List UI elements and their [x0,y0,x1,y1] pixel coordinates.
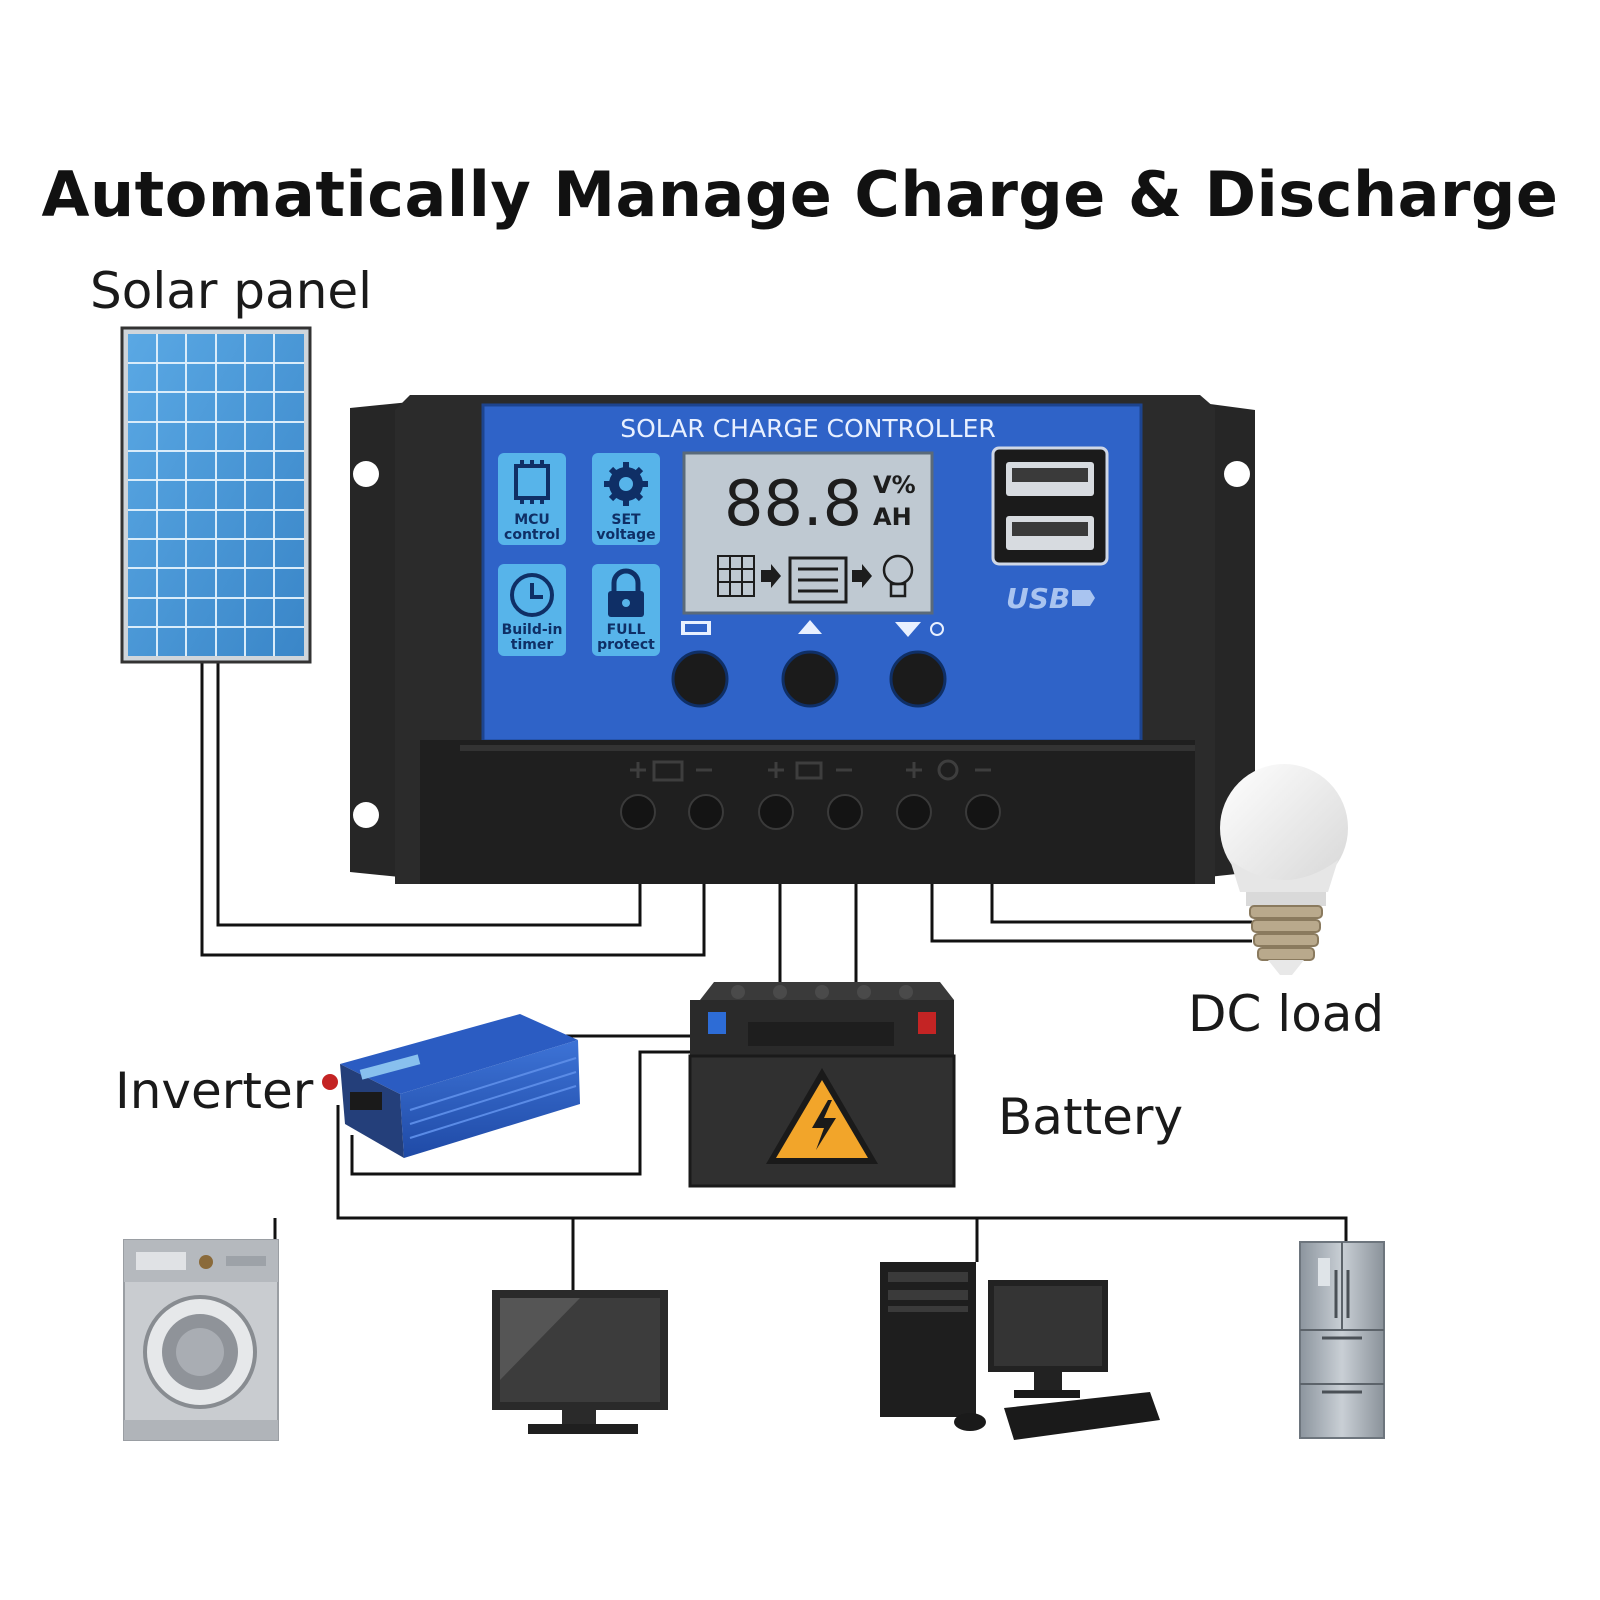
menu-symbol-icon [681,621,711,635]
terminal-screw [620,794,656,830]
desktop-computer-icon [880,1262,1160,1440]
solar-panel-label: Solar panel [90,262,373,320]
lcd-digits: 88.8 [724,467,862,540]
bulb-symbol-icon [930,622,944,636]
battery-label: Battery [998,1088,1184,1146]
feature-label: timer [511,637,554,653]
lock-icon [608,568,644,617]
feature-label: FULL [607,622,646,638]
terminal-screw [688,794,724,830]
feature-label: voltage [596,527,655,543]
terminal-screws [620,794,1001,830]
lcd-bulb-icon [882,554,914,598]
feature-tile-timer: Build-in timer [498,564,566,656]
solar-wire-negative [200,662,706,957]
battery-icon [688,982,956,1188]
lcd-arrow-icon [852,564,872,588]
feature-label: Build-in [502,622,563,638]
solar-panel [120,326,312,664]
mount-hole [1224,461,1250,487]
washing-machine-icon [123,1239,279,1441]
lcd-display: 88.8 V% AH [682,451,934,615]
feature-tile-set-voltage: SET voltage [592,453,660,545]
lcd-battery-icon [788,556,848,604]
terminal-screw [965,794,1001,830]
feature-label: control [504,527,560,543]
inverter-icon [322,1014,580,1158]
inverter-label: Inverter [115,1062,314,1120]
clock-icon [510,573,554,617]
controller-header: SOLAR CHARGE CONTROLLER [620,414,996,443]
feature-label: protect [597,637,655,653]
diagram-title: Automatically Manage Charge & Discharge [41,158,1559,231]
usb-symbol-icon [1072,590,1095,606]
lcd-sun-panel-icon [717,555,755,597]
refrigerator-icon [1299,1241,1385,1439]
down-symbol-icon [895,622,921,637]
usb-label: USB [1006,582,1070,615]
up-symbol-icon [798,620,822,634]
ac-output-wire [336,1105,1348,1242]
solar-wire-positive [216,662,642,927]
usb-port-block: USB [991,446,1109,615]
feature-label: SET [611,512,641,528]
mount-hole [353,461,379,487]
feature-tile-mcu: MCU control [498,453,566,545]
up-button[interactable] [781,650,839,708]
down-button[interactable] [889,650,947,708]
lcd-unit-bottom: AH [873,503,912,531]
chip-icon [514,460,550,504]
terminal-screw [827,794,863,830]
terminal-screw [758,794,794,830]
light-bulb-icon [1220,764,1348,975]
inverter-terminal [322,1074,338,1090]
load-wire-positive [930,884,1252,943]
feature-tile-full-protect: FULL protect [592,564,660,656]
battery-terminal-positive [918,1012,936,1034]
battery-terminal-negative [708,1012,726,1034]
lcd-unit-top: V% [873,471,916,499]
terminal-polarity-marks [630,759,991,782]
gear-icon [604,462,648,506]
load-wire-negative [990,884,1252,924]
mount-hole [353,802,379,828]
wires [200,662,1348,1290]
lcd-arrow-icon [761,564,781,588]
dc-load-label: DC load [1188,985,1385,1043]
menu-button[interactable] [671,650,729,708]
terminal-screw [896,794,932,830]
feature-label: MCU [514,512,550,528]
monitor-icon [492,1290,668,1434]
inverter-wire-negative [350,1050,690,1176]
charge-controller: SOLAR CHARGE CONTROLLER MCU control [350,395,1255,884]
terminal-strip [420,740,1195,884]
